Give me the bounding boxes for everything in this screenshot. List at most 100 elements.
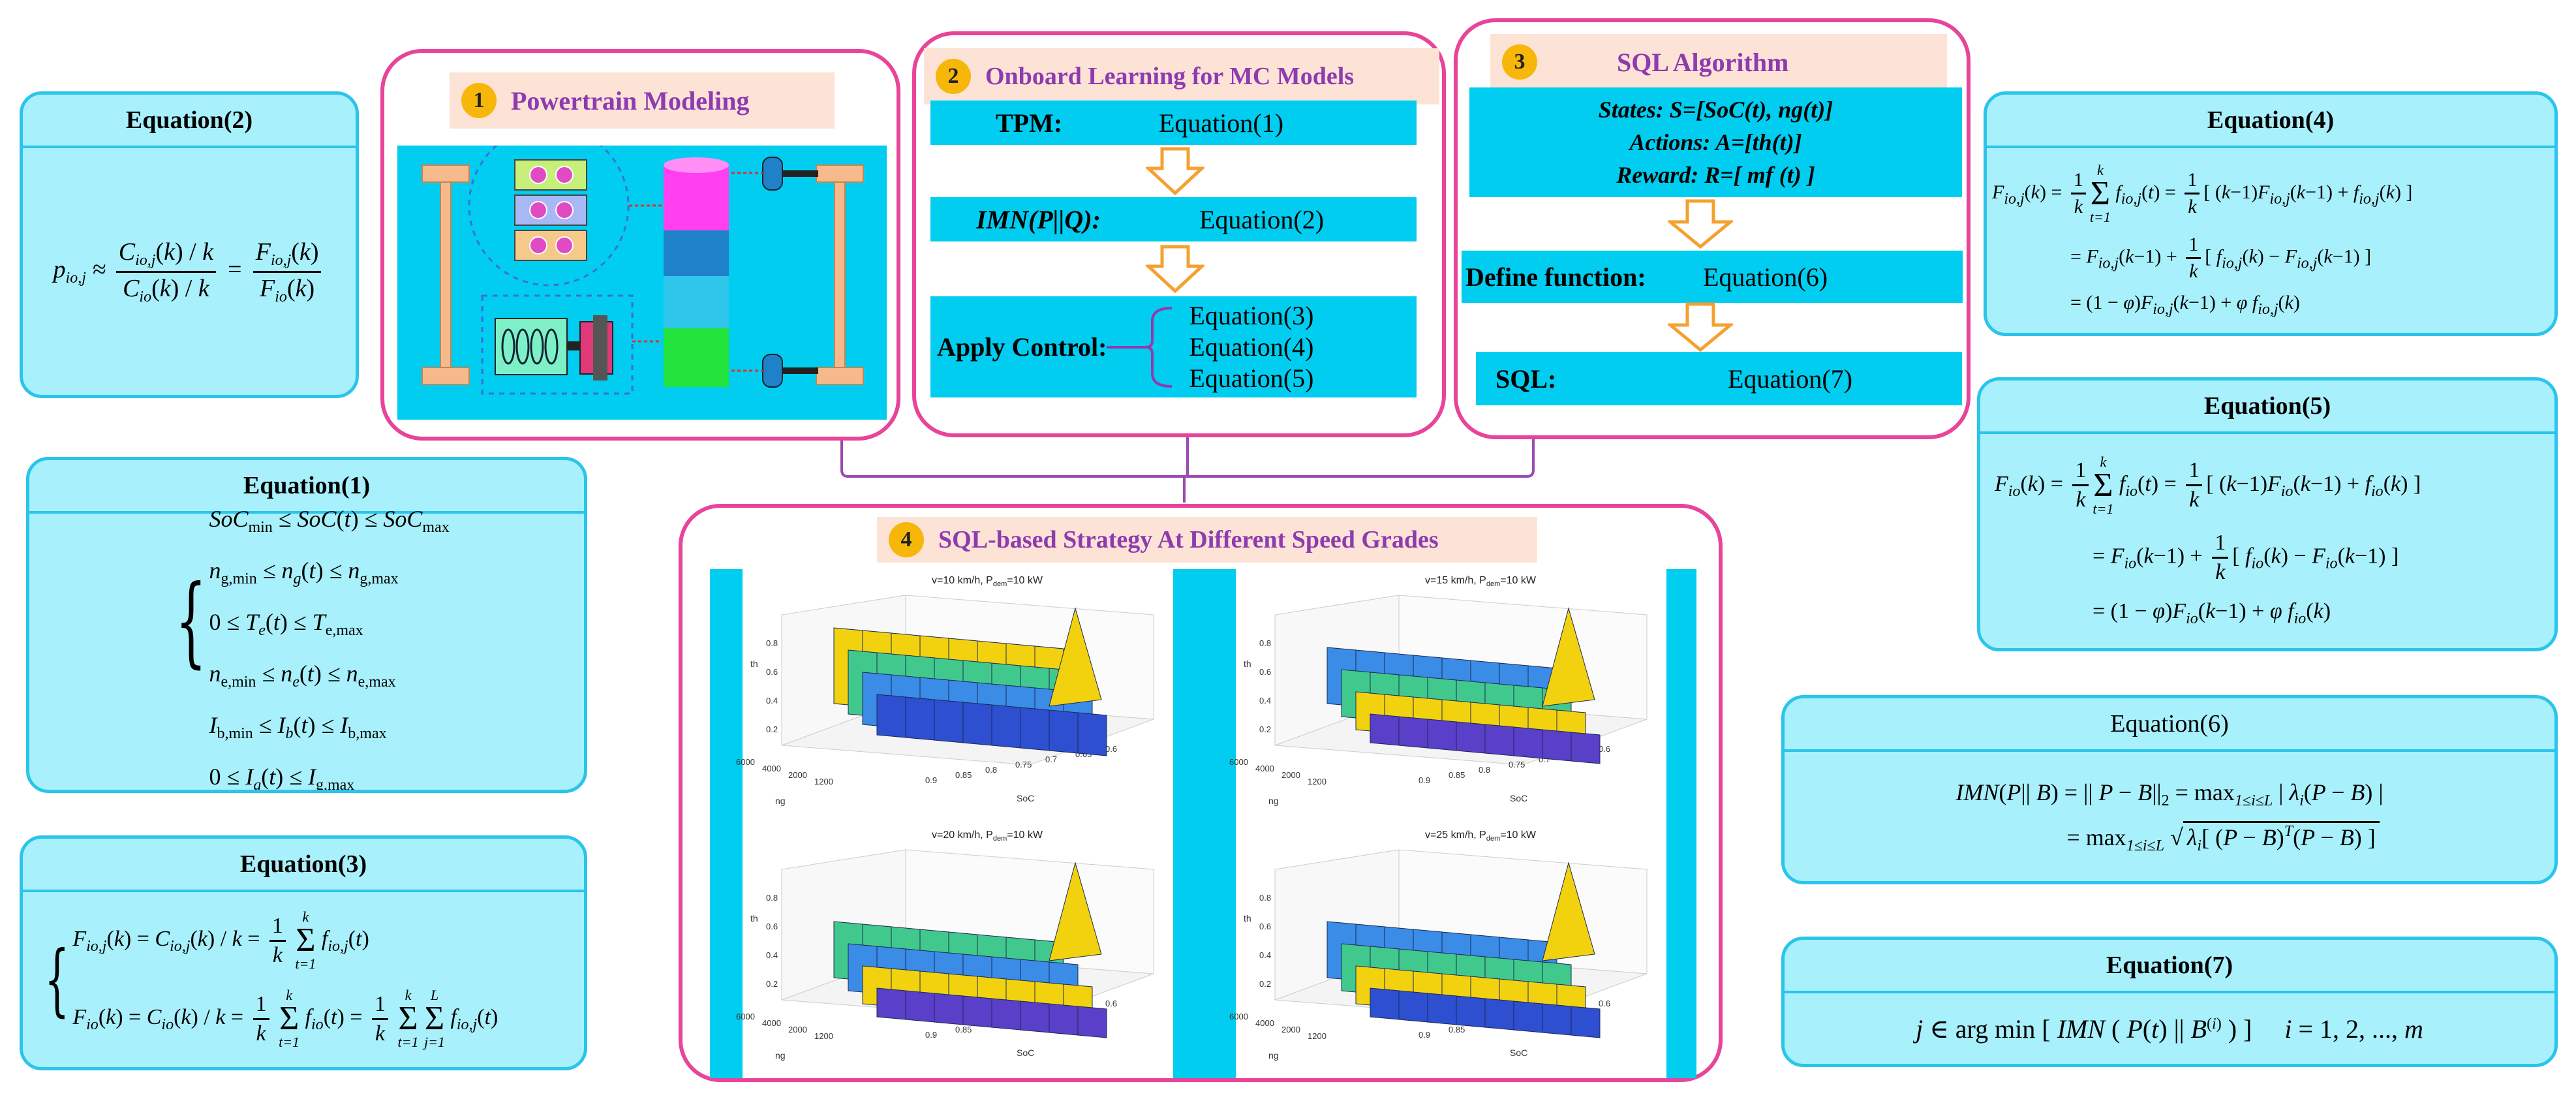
plot-v10-soc-tick: 0.7 — [1045, 754, 1057, 764]
plot-v15-surface-cell — [1456, 721, 1486, 754]
panel1-title: 1 Powertrain Modeling — [450, 72, 835, 129]
equation3-title: Equation(3) — [23, 839, 584, 892]
panel-sql-strategy: 4 SQL-based Strategy At Different Speed … — [679, 504, 1723, 1082]
plot-v10-soc-tick: 0.8 — [985, 765, 997, 775]
down-arrow-2 — [1146, 245, 1204, 294]
plot-v15-ng-tick: 4000 — [1255, 764, 1274, 773]
plot-v25-z-tick: 0.2 — [1259, 979, 1271, 989]
plot-v15-soc-label: SoC — [1510, 793, 1527, 803]
plot-v15-svg: v=15 km/h, Pdem=10 kW0.20.40.60.8th60004… — [1229, 569, 1666, 824]
plot-v15-surface-cell — [1427, 719, 1457, 751]
plot-v15-ng-tick: 2000 — [1281, 770, 1300, 780]
plot-v20-title: v=20 km/h, Pdem=10 kW — [932, 830, 1043, 843]
plot-v10-z-tick: 0.2 — [766, 724, 778, 734]
plot-v10-surface-cell — [1049, 709, 1079, 754]
plot-v10-surface-cell — [934, 699, 964, 743]
powertrain-diagram — [397, 125, 887, 420]
down-arrow-4 — [1668, 302, 1733, 352]
plot-v15-ng-label: ng — [1268, 796, 1279, 806]
plot-v10-ng-label: ng — [775, 796, 786, 806]
sql-label: SQL: — [1495, 364, 1557, 394]
panel2-number: 2 — [936, 59, 971, 94]
imn-label: IMN(P||Q): — [976, 204, 1101, 234]
equation2-title: Equation(2) — [23, 95, 356, 148]
plot-v20-soc-tick: 0.6 — [1105, 999, 1117, 1008]
equation1-formula: { SoCmin ≤ SoC(t) ≤ SoCmax ng,min ≤ ng(t… — [175, 505, 450, 793]
plot-v25-ng-tick: 6000 — [1229, 1012, 1248, 1021]
equation6-formula: IMN(P|| B) = || P − B||2 = max1≤i≤L | λi… — [1955, 779, 2384, 854]
apply-control-row: Apply Control: Equation(3) Equation(4) E… — [930, 296, 1417, 397]
plot-v20-spike — [1049, 862, 1102, 961]
define-function-value: Equation(6) — [1703, 262, 1828, 292]
plot-v20-ng-tick: 1200 — [814, 1031, 833, 1041]
equation7-title: Equation(7) — [1785, 940, 2554, 993]
plot-v10-svg: v=10 km/h, Pdem=10 kW0.20.40.60.8th60004… — [736, 569, 1173, 824]
panel2-title-text: Onboard Learning for MC Models — [985, 63, 1355, 90]
plot-v10-surface-cell — [991, 704, 1021, 749]
imn-row: IMN(P||Q): Equation(2) — [930, 197, 1417, 241]
plot-v15-soc-tick: 0.6 — [1599, 744, 1610, 754]
plot-v20-z-label: th — [750, 913, 758, 924]
equation1-title: Equation(1) — [29, 460, 584, 514]
plot-v15-z-tick: 0.8 — [1259, 638, 1271, 648]
equation1-box: Equation(1) { SoCmin ≤ SoC(t) ≤ SoCmax n… — [26, 457, 587, 793]
plot-v25-ng-label: ng — [1268, 1050, 1279, 1061]
plot-v15-soc-tick: 0.9 — [1418, 775, 1430, 785]
plot-v25-soc-tick: 0.6 — [1599, 999, 1610, 1008]
plot-v10-title: v=10 km/h, Pdem=10 kW — [932, 575, 1043, 588]
sql-row: SQL: Equation(7) — [1476, 352, 1962, 405]
plot-v25-z-label: th — [1244, 913, 1251, 924]
reward-text: Reward: R=[ mf (t) ] — [1616, 162, 1815, 188]
equation6-box: Equation(6) IMN(P|| B) = || P − B||2 = m… — [1781, 695, 2558, 884]
plot-v25-svg: v=25 km/h, Pdem=10 kW0.20.40.60.8th60004… — [1229, 824, 1666, 1078]
panel2-title: 2 Onboard Learning for MC Models — [924, 48, 1439, 104]
plot-v15-surface-cell — [1398, 716, 1428, 749]
down-arrow-3 — [1668, 199, 1733, 249]
imn-value: Equation(2) — [1199, 204, 1325, 234]
panel3-number: 3 — [1502, 44, 1537, 80]
plot-v10-z-tick: 0.8 — [766, 638, 778, 648]
plot-v15-soc-tick: 0.85 — [1449, 770, 1465, 780]
plot-v20-z-tick: 0.2 — [766, 979, 778, 989]
sql-value: Equation(7) — [1728, 364, 1853, 394]
plot-v10-soc-tick: 0.75 — [1015, 760, 1032, 769]
apply-control-eq3: Equation(3) — [1189, 300, 1314, 330]
states-text: States: S=[SoC(t), ng(t)] — [1598, 97, 1833, 123]
plot-v20-surface-cell — [991, 998, 1021, 1031]
panel-sql-algorithm: 3 SQL Algorithm States: S=[SoC(t), ng(t)… — [1454, 18, 1970, 439]
plot-v20-ng-tick: 6000 — [736, 1012, 755, 1021]
panel1-title-text: Powertrain Modeling — [511, 85, 750, 116]
tpm-row: TPM: Equation(1) — [930, 101, 1417, 145]
plot-v25-z-tick: 0.6 — [1259, 922, 1271, 931]
equation4-title: Equation(4) — [1987, 95, 2554, 148]
plot-v15-soc-tick: 0.8 — [1479, 765, 1490, 775]
equation6-title: Equation(6) — [1785, 698, 2554, 752]
plot-v20-surface-cell — [905, 990, 935, 1023]
panel3-title: 3 SQL Algorithm — [1490, 34, 1947, 90]
actions-text: Actions: A=[th(t)] — [1629, 129, 1802, 155]
plot-v25-z-tick: 0.4 — [1259, 950, 1271, 960]
plot-v20-z-tick: 0.6 — [766, 922, 778, 931]
plot-v25-ng-tick: 4000 — [1255, 1018, 1274, 1028]
plot-v15-surface-cell — [1513, 726, 1543, 759]
plot-v25-surface-cell — [1427, 993, 1457, 1025]
plot-v20-ng-label: ng — [775, 1050, 786, 1061]
panel-onboard-learning: 2 Onboard Learning for MC Models TPM: Eq… — [912, 31, 1446, 437]
plot-v10-soc-tick: 0.9 — [925, 775, 937, 785]
plot-v25-surface-cell — [1456, 995, 1486, 1028]
plot-v25-spike — [1542, 862, 1595, 961]
apply-control-label: Apply Control: — [937, 332, 1107, 362]
plot-v15-surface-cell — [1484, 724, 1514, 756]
plot-v20-ng-tick: 4000 — [762, 1018, 781, 1028]
plot-v20-z-tick: 0.4 — [766, 950, 778, 960]
plot-v20-surface-cell — [934, 993, 964, 1025]
